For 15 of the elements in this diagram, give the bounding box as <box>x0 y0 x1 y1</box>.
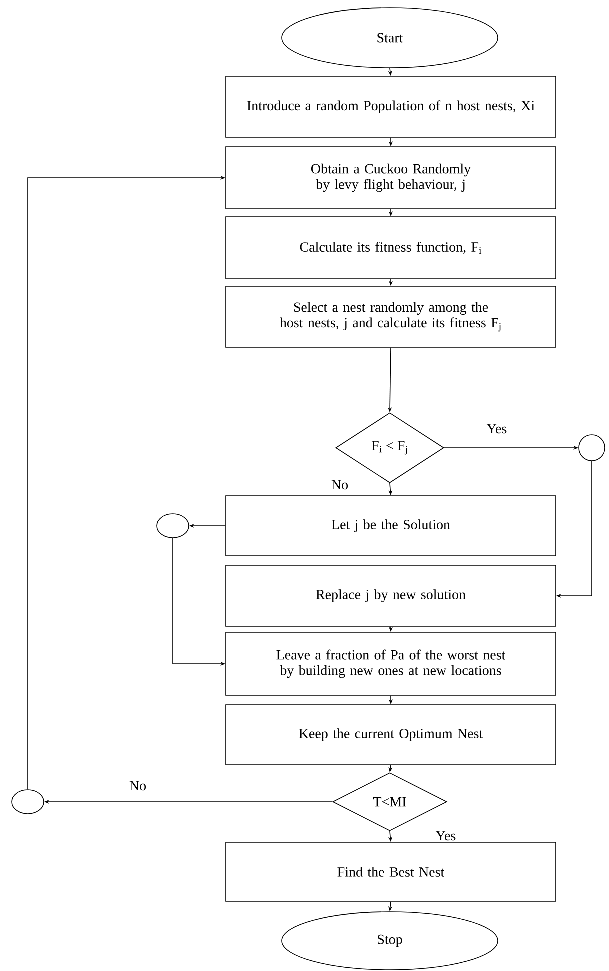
process-box: Select a nest randomly among the host nests, j and calculate its fitness F$_{j}$ <box>226 286 556 348</box>
process-box: Keep the current Optimum Nest <box>226 704 556 766</box>
process-box: Replace j by new solution <box>226 565 556 627</box>
process-box: Introduce a random Population of n host nests, Xi <box>226 76 556 138</box>
connector-circle <box>156 514 190 538</box>
connector-circle <box>578 434 606 462</box>
process-box: Let j be the Solution <box>226 496 556 556</box>
process-box: Leave a fraction of Pa of the worst nest by building new ones at new locations <box>226 632 556 696</box>
edge-label: No <box>128 780 148 792</box>
edge-label: Yes <box>486 423 508 435</box>
process-box: Obtain a Cuckoo Randomly by levy flight behaviour, j <box>226 146 556 210</box>
connector-circle <box>12 790 44 814</box>
process-box: Find the Best Nest <box>226 842 556 902</box>
process-box: Calculate its fitness function, F$_{i}$ <box>226 216 556 280</box>
edge-label: Yes <box>434 830 458 842</box>
